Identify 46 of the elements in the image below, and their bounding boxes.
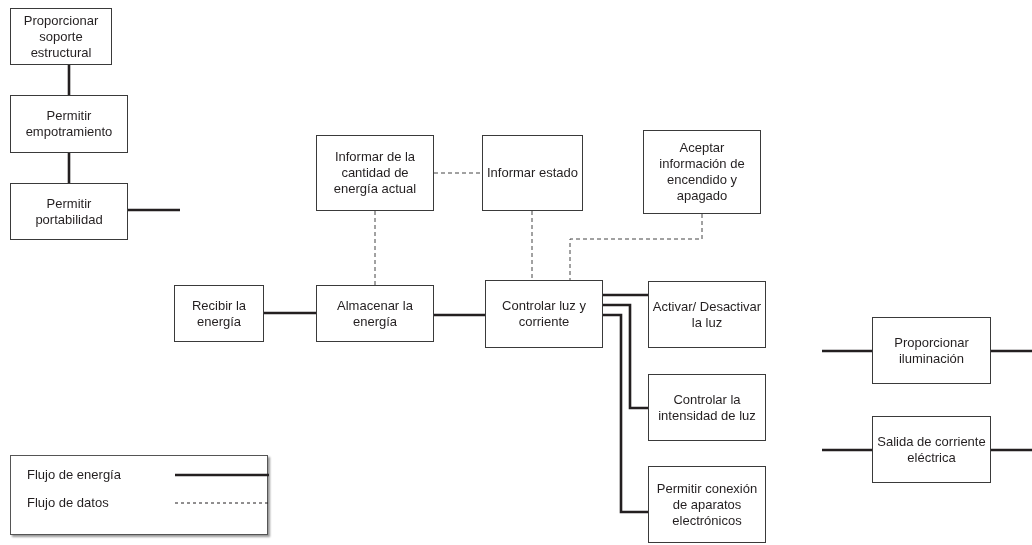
legend-label: Flujo de datos [27, 495, 109, 510]
process-box [872, 317, 991, 384]
process-box [10, 8, 112, 65]
box-label: Salida de corriente eléctrica [876, 433, 987, 466]
box-label: Informar de la cantidad de energía actual [332, 149, 418, 197]
box-label: Almacenar la energía [336, 297, 414, 330]
data-flow-line [531, 210, 533, 281]
data-flow-line [374, 210, 376, 286]
energy-flow-line [264, 311, 316, 315]
box-label: Activar/ Desactivar la luz [652, 298, 762, 331]
box-label: Informar estado [486, 165, 578, 181]
box-label: Aceptar información de encendido y apagado [658, 140, 746, 204]
box-label: Recibir la energía [190, 297, 248, 330]
data-flow-line [569, 213, 703, 281]
energy-flow-line [128, 208, 180, 212]
energy-flow-line [67, 153, 71, 183]
box-label: Controlar la intensidad de luz [657, 391, 757, 424]
energy-flow-line [991, 349, 1032, 353]
energy-flow-line [822, 349, 872, 353]
box-label: Proporcionar iluminación [893, 334, 970, 367]
energy-flow-line [603, 313, 648, 514]
box-label: Permitir conexión de aparatos electrónicos [655, 480, 759, 529]
box-label: Controlar luz y corriente [501, 298, 587, 330]
energy-flow-line [67, 65, 71, 95]
energy-flow-line [822, 448, 872, 452]
process-box [316, 135, 434, 211]
process-box [174, 285, 264, 342]
process-box [648, 374, 766, 441]
energy-flow-line [603, 303, 648, 410]
process-box [648, 281, 766, 348]
energy-flow-line [991, 448, 1032, 452]
legend-label: Flujo de energía [27, 467, 121, 482]
process-box [482, 135, 583, 211]
process-box [316, 285, 434, 342]
data-flow-line [433, 172, 483, 174]
process-box [10, 183, 128, 240]
box-label: Permitir empotramiento [24, 108, 114, 140]
process-box [10, 95, 128, 153]
energy-flow-line [603, 293, 648, 297]
process-box [485, 280, 603, 348]
box-label: Proporcionar soporte estructural [22, 12, 100, 61]
process-box [643, 130, 761, 214]
box-label: Permitir portabilidad [34, 195, 104, 228]
process-box [872, 416, 991, 483]
process-box [648, 466, 766, 543]
energy-flow-line [434, 313, 485, 317]
